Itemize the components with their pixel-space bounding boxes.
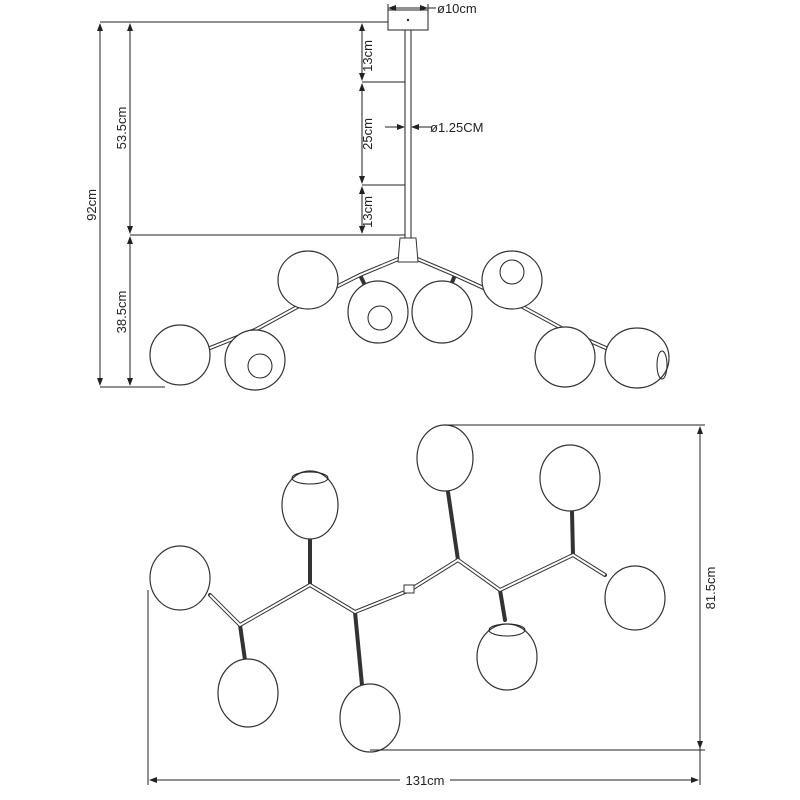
globe bbox=[416, 424, 474, 492]
globe bbox=[476, 623, 538, 691]
rod-middle-label: 25cm bbox=[360, 118, 375, 150]
width-label: 131cm bbox=[405, 773, 444, 788]
total-height-label: 92cm bbox=[84, 189, 99, 221]
globe bbox=[539, 444, 601, 512]
globe bbox=[604, 327, 670, 389]
globe bbox=[217, 658, 279, 728]
globe bbox=[224, 329, 286, 391]
globe bbox=[149, 545, 211, 611]
globe bbox=[339, 683, 401, 753]
side-view: ø10cm ø1.25CM 13cm 25cm 13cm 92cm 53.5cm… bbox=[84, 1, 670, 391]
globe bbox=[149, 324, 211, 386]
top-view: 131cm 81.5cm bbox=[147, 424, 718, 788]
depth-label: 81.5cm bbox=[703, 567, 718, 610]
globe bbox=[534, 326, 596, 388]
top-globes bbox=[149, 424, 666, 753]
globe bbox=[411, 280, 473, 344]
top-arms bbox=[208, 490, 607, 687]
rod-top-label: 13cm bbox=[360, 40, 375, 72]
canopy-diameter-label: ø10cm bbox=[437, 1, 477, 16]
globe bbox=[277, 250, 339, 310]
rod-diameter-label: ø1.25CM bbox=[430, 120, 483, 135]
rod-bottom-label: 13cm bbox=[360, 196, 375, 228]
side-globes bbox=[149, 250, 670, 391]
globe bbox=[481, 250, 543, 310]
globe bbox=[281, 470, 339, 540]
upper-height-label: 53.5cm bbox=[114, 107, 129, 150]
body-height-label: 38.5cm bbox=[114, 291, 129, 334]
globe bbox=[604, 565, 666, 631]
globe bbox=[347, 280, 409, 344]
